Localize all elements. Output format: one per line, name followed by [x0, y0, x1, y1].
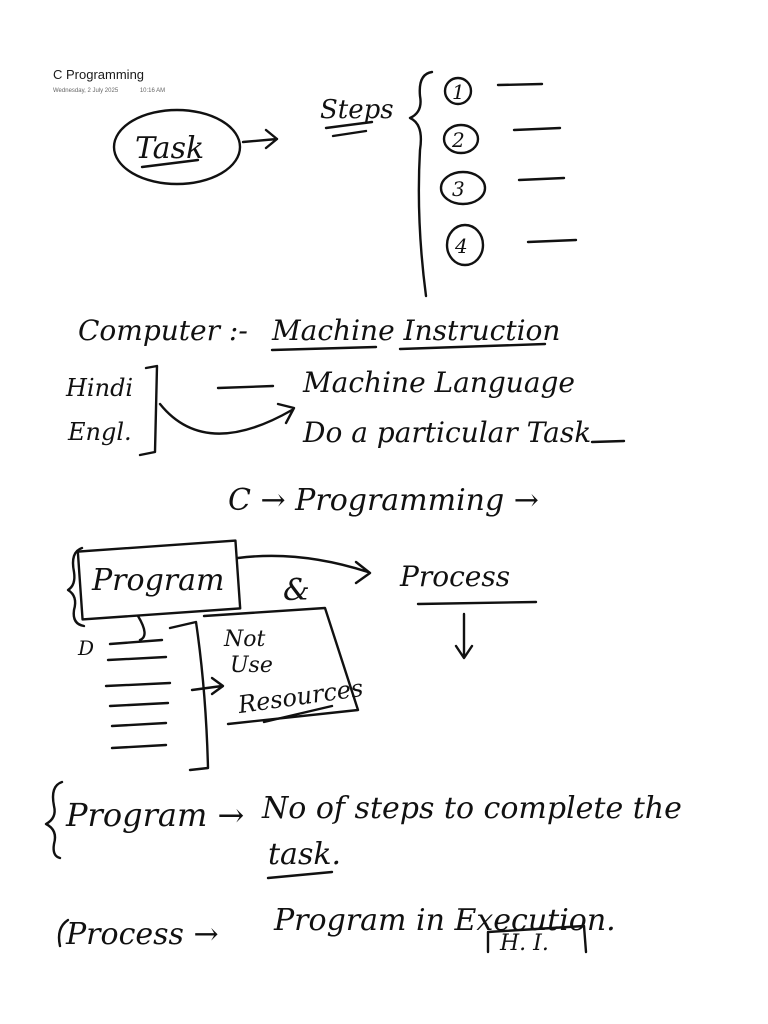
c-programming-text: C → Programming → — [228, 483, 539, 518]
step-2-number: 2 — [451, 128, 465, 152]
program-def-text: No of steps to complete the — [261, 791, 682, 826]
list-line-6 — [110, 743, 168, 750]
list-line-3 — [104, 681, 172, 688]
step-1-line — [496, 82, 544, 87]
step-3-number: 3 — [452, 177, 465, 201]
page-time: 10:16 AM — [139, 88, 166, 94]
list-line-4 — [108, 701, 170, 708]
process-text: Process — [399, 560, 510, 593]
program-def-brace — [44, 780, 64, 860]
task-underline — [140, 158, 200, 169]
instruction-underline — [398, 342, 547, 351]
computer-text: Computer :- — [78, 314, 248, 347]
use-text: Use — [230, 653, 273, 678]
program-def-label: Program → — [65, 796, 244, 834]
language-bracket — [138, 364, 159, 457]
page-timestamp: Wednesday, 2 July 2025 10:16 AM — [53, 88, 165, 94]
list-line-2 — [106, 655, 168, 662]
machine-instruction-text: Machine Instruction — [271, 314, 560, 347]
hindi-text: Hindi — [65, 374, 133, 402]
cut-box — [486, 924, 588, 954]
program-box-text: Program — [91, 563, 224, 598]
task-arrow — [241, 128, 279, 150]
step-2-line — [512, 126, 562, 132]
process-def-label: Process → — [65, 917, 219, 952]
step-3-line — [517, 176, 566, 182]
step-1-number: 1 — [452, 80, 465, 104]
process-underline — [416, 600, 538, 606]
machine-underline — [270, 345, 378, 352]
step-2-circle — [442, 123, 480, 155]
process-def-brace — [57, 918, 70, 948]
cut-box-text: H. I. — [499, 931, 549, 956]
step-4-circle — [445, 223, 485, 267]
process-def-text: Program in Execution. — [273, 903, 616, 938]
list-line-5 — [110, 721, 168, 728]
steps-underline — [324, 120, 374, 138]
language-curve-arrow — [158, 402, 296, 435]
particular-task-text: Do a particular Task — [302, 416, 591, 449]
english-text: Engl. — [67, 418, 132, 446]
page-date: Wednesday, 2 July 2025 — [53, 88, 119, 94]
language-dash — [216, 384, 275, 390]
step-4-line — [526, 238, 578, 244]
program-hook — [136, 614, 146, 642]
program-def-underline — [266, 870, 334, 880]
ampersand-text: & — [283, 573, 310, 608]
program-def-task: task. — [268, 837, 341, 872]
task-oval — [112, 108, 242, 186]
page-title: C Programming — [53, 67, 145, 82]
steps-text: Steps — [320, 95, 394, 125]
not-text: Not — [223, 627, 265, 652]
process-down-arrow — [454, 612, 474, 660]
program-to-process-arrow — [236, 554, 372, 585]
resources-box — [202, 606, 360, 726]
program-brace — [66, 546, 86, 628]
program-box — [76, 539, 242, 621]
step-4-number: 4 — [454, 234, 468, 258]
resources-arrow — [190, 676, 225, 696]
task-underline-2 — [590, 439, 626, 444]
step-3-circle — [439, 170, 487, 206]
step-1-circle — [443, 76, 473, 106]
d-mark-text: D — [77, 636, 94, 660]
resources-underline — [262, 704, 334, 724]
list-bracket — [168, 620, 210, 772]
steps-brace — [408, 70, 434, 298]
list-line-1 — [108, 638, 164, 646]
machine-language-text: Machine Language — [302, 366, 575, 399]
